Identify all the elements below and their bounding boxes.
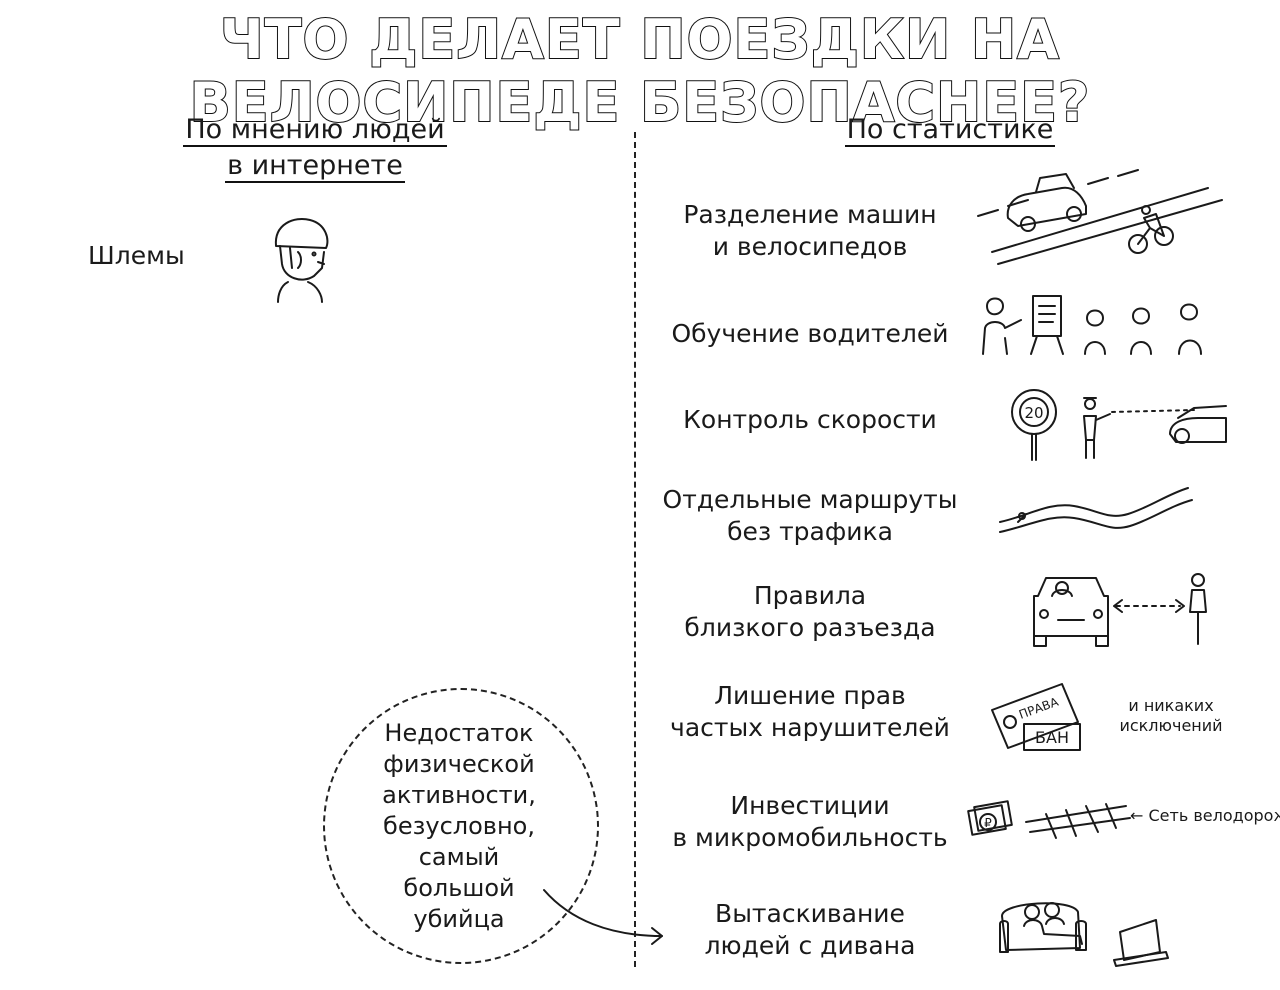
callout-line: самый xyxy=(418,843,500,871)
separated-road-icon xyxy=(977,169,1223,265)
item-line: Вытаскивание xyxy=(715,899,905,928)
item-line: Правила xyxy=(753,581,867,610)
speed-sign-text: 20 xyxy=(1024,404,1043,422)
item-line: Обучение водителей xyxy=(671,319,949,348)
close-pass-icon xyxy=(1033,573,1207,647)
bike-network-label: Сеть велодорожек xyxy=(1148,806,1280,825)
right-item-separation: Разделение машин и велосипедов xyxy=(640,199,980,263)
money-symbol: ₽ xyxy=(984,816,992,830)
item-line: и велосипедов xyxy=(712,232,908,261)
right-item-speed-control: Контроль скорости xyxy=(640,404,980,436)
right-heading: По статистике xyxy=(844,114,1056,147)
micromobility-investment-icon: ₽ xyxy=(967,800,1131,839)
couch-tv-icon xyxy=(999,902,1169,967)
right-item-micromobility: Инвестиции в микромобильность xyxy=(640,790,980,854)
item-line: людей с дивана xyxy=(704,931,916,960)
item-line: близкого разъезда xyxy=(684,613,936,642)
item-line: Инвестиции xyxy=(730,791,890,820)
item-line: частых нарушителей xyxy=(670,713,950,742)
note-line: исключений xyxy=(1119,716,1223,735)
right-item-close-pass: Правила близкого разъезда xyxy=(640,580,980,644)
left-heading-line2: в интернете xyxy=(225,150,405,183)
item-line: Контроль скорости xyxy=(683,405,937,434)
note-line: и никаких xyxy=(1128,696,1214,715)
right-item-traffic-free: Отдельные маршруты без трафика xyxy=(640,484,980,548)
traffic-free-route-icon xyxy=(999,487,1193,533)
speed-control-icon: 20 xyxy=(1011,389,1227,461)
left-item-helmets: Шлемы xyxy=(88,241,185,270)
left-heading-line1: По мнению людей xyxy=(183,114,447,147)
callout-line: Недостаток xyxy=(384,719,534,747)
license-ban-note: и никаких исключений xyxy=(1106,696,1236,736)
license-ban-icon: ПРАВА БАН xyxy=(991,683,1081,751)
right-item-couch: Вытаскивание людей с дивана xyxy=(640,898,980,962)
item-line: в микромобильность xyxy=(672,823,948,852)
callout-line: физической xyxy=(383,750,535,778)
item-line: Разделение машин xyxy=(683,200,937,229)
helmet-person-icon xyxy=(274,218,329,303)
callout-line: активности, xyxy=(382,781,536,809)
ban-stamp-text: БАН xyxy=(1035,728,1069,747)
callout-line: убийца xyxy=(413,905,505,933)
column-divider xyxy=(634,132,636,967)
callout-arrow xyxy=(543,889,663,945)
right-item-license-ban: Лишение прав частых нарушителей xyxy=(640,680,980,744)
callout-line: безусловно, xyxy=(383,812,535,840)
driver-training-icon xyxy=(982,295,1202,355)
callout-circle xyxy=(323,688,599,964)
bike-network-note: ← Сеть велодорожек xyxy=(1130,806,1280,826)
note-arrow-text: ← Сеть велодорожек xyxy=(1130,806,1280,826)
right-column-heading: По статистике xyxy=(800,112,1100,148)
right-item-driver-training: Обучение водителей xyxy=(640,318,980,350)
item-line: Лишение прав xyxy=(714,681,906,710)
left-column-heading: По мнению людей в интернете xyxy=(150,112,480,184)
item-line: без трафика xyxy=(727,517,893,546)
item-line: Отдельные маршруты xyxy=(662,485,958,514)
callout-line: большой xyxy=(403,874,515,902)
callout-text: Недостаток физической активности, безусл… xyxy=(333,718,585,935)
page-title: ЧТО ДЕЛАЕТ ПОЕЗДКИ НА ВЕЛОСИПЕДЕ БЕЗОПАС… xyxy=(189,7,1091,135)
